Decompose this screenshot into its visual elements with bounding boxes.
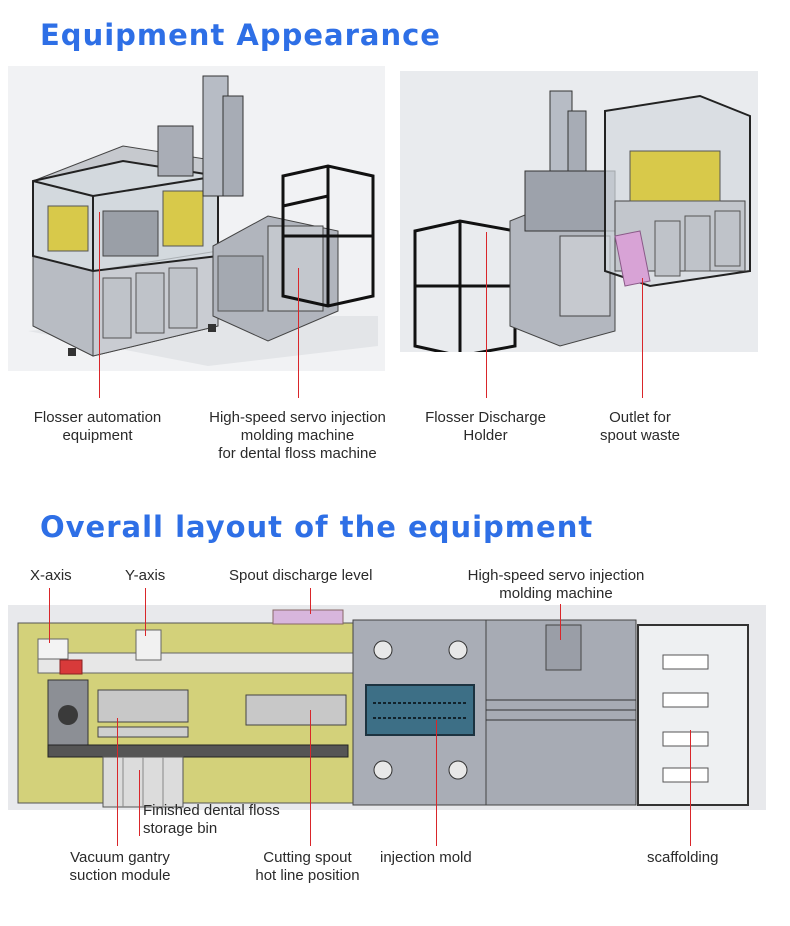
callout-line-servo-top bbox=[560, 604, 561, 640]
callout-line-scaffolding bbox=[690, 730, 691, 846]
callout-line-discharge-holder bbox=[486, 232, 487, 398]
label-cutting-spout: Cutting spout hot line position bbox=[255, 849, 360, 884]
callout-line-spout-discharge bbox=[310, 588, 311, 614]
label-vacuum-gantry: Vacuum gantry suction module bbox=[69, 849, 171, 884]
callout-line-cutting bbox=[310, 710, 311, 846]
callout-line-storage-bin bbox=[139, 770, 140, 836]
label-x-axis: X-axis bbox=[30, 567, 72, 584]
callout-line-automation bbox=[99, 212, 100, 398]
injection-machine-render bbox=[400, 71, 758, 352]
label-spout-waste-outlet: Outlet for spout waste bbox=[599, 409, 681, 444]
layout-top-view-drawing bbox=[8, 605, 766, 810]
label-high-speed-servo: High-speed servo injection molding machi… bbox=[467, 567, 645, 602]
callout-line-servo-machine bbox=[298, 268, 299, 398]
callout-line-mold bbox=[436, 720, 437, 846]
label-discharge-holder: Flosser Discharge Holder bbox=[425, 409, 546, 444]
label-storage-bin: Finished dental floss storage bin bbox=[143, 802, 280, 837]
label-injection-mold: injection mold bbox=[380, 849, 472, 866]
callout-line-spout-waste bbox=[642, 278, 643, 398]
label-flosser-automation: Flosser automation equipment bbox=[33, 409, 162, 444]
overall-layout-heading: Overall layout of the equipment bbox=[40, 510, 594, 544]
label-y-axis: Y-axis bbox=[125, 567, 166, 584]
automation-equipment-render bbox=[8, 66, 385, 371]
label-scaffolding: scaffolding bbox=[647, 849, 719, 866]
label-spout-discharge-level: Spout discharge level bbox=[229, 567, 373, 584]
callout-line-gantry bbox=[117, 718, 118, 846]
callout-line-y-axis bbox=[145, 588, 146, 636]
equipment-appearance-heading: Equipment Appearance bbox=[40, 18, 441, 52]
label-servo-injection-machine: High-speed servo injection molding machi… bbox=[209, 409, 386, 462]
callout-line-x-axis bbox=[49, 588, 50, 643]
